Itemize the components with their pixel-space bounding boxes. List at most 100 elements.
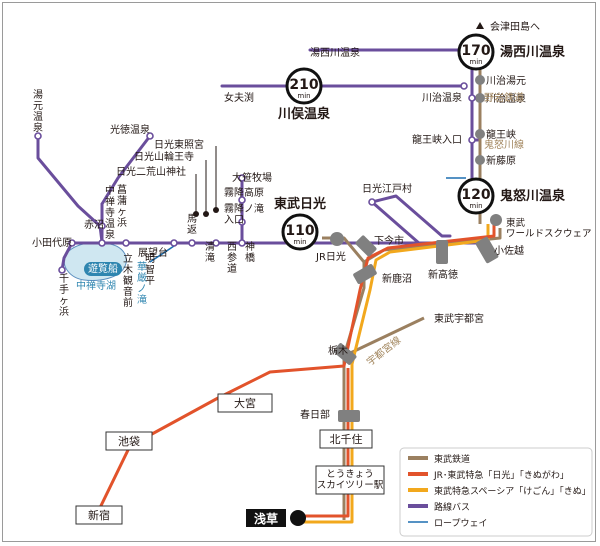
- svg-text:中: 中: [105, 184, 115, 197]
- label-to_aizu: 会津田島へ: [490, 20, 540, 33]
- svg-text:馬: 馬: [187, 213, 197, 225]
- station-marker-shin-takatoku: [436, 240, 448, 264]
- badge-destination: 湯西川温泉: [500, 44, 566, 60]
- svg-text:西: 西: [227, 242, 237, 253]
- svg-text:温: 温: [105, 218, 115, 230]
- legend-label: JR･東武特急「日光」「きぬがわ」: [433, 469, 569, 481]
- station-box-name: 北千住: [330, 432, 363, 446]
- svg-text:平: 平: [145, 276, 155, 287]
- svg-text:道: 道: [227, 262, 237, 275]
- label-odashirogahara: 小田代原: [32, 237, 72, 249]
- badge-unit: min: [297, 92, 310, 100]
- label-utsunomiya_line: 宇都宮線: [364, 333, 404, 368]
- label-nikko_toshogu: 日光東照宮: [154, 138, 204, 151]
- svg-text:蒲: 蒲: [117, 194, 127, 207]
- legend: 東武鉄道JR･東武特急「日光」「きぬがわ」東武特急スペーシア「けごん」「きぬ」路…: [399, 447, 593, 537]
- badge-destination: 川俣温泉: [277, 106, 331, 122]
- station-box: 大宮: [217, 393, 273, 413]
- svg-text:木: 木: [123, 264, 133, 276]
- map-frame: [2, 2, 596, 542]
- svg-text:元: 元: [33, 101, 43, 112]
- label-kawaji_yumoto: 川治湯元: [486, 74, 526, 87]
- station-box-name: 大宮: [234, 396, 256, 410]
- svg-text:湯: 湯: [33, 88, 43, 101]
- station-marker-jr-nikko: [330, 232, 344, 246]
- asakusa-terminal: 浅草: [246, 509, 286, 527]
- svg-text:清: 清: [205, 240, 215, 253]
- badge-unit: min: [469, 58, 482, 66]
- shrine-dots: [193, 146, 219, 217]
- label-kawaji_onsen: 川治温泉: [486, 92, 526, 105]
- label-rinnoji: 日光山輪王寺: [134, 150, 194, 163]
- label-meichidaira: 明智平: [145, 253, 155, 287]
- label-chuzenji_lake: 中禅寺湖: [76, 279, 116, 292]
- svg-text:厳: 厳: [137, 271, 147, 284]
- station-box: 北千住: [319, 429, 373, 449]
- label-meoto: 女夫渕: [224, 91, 254, 104]
- legend-label: ロープウェイ: [434, 518, 487, 529]
- label-kirifuri_taki: 霧降ノ滝入口: [224, 202, 264, 226]
- station-box: とうきょうスカイツリー駅: [315, 465, 385, 495]
- ropeway-line: [149, 245, 175, 263]
- badge-minutes: 110: [285, 223, 314, 239]
- svg-text:泉: 泉: [33, 121, 43, 134]
- label-pleasure_boat: 遊覧船: [88, 262, 118, 275]
- label-osasamaki: 大笹牧場: [232, 171, 272, 184]
- label-kotoku_onsen: 光徳温泉: [110, 123, 150, 136]
- label-yunishigawa_bus: 湯西川温泉: [310, 46, 360, 59]
- svg-text:明: 明: [145, 253, 155, 265]
- station-marker-tochigi: [333, 343, 357, 365]
- svg-text:浜: 浜: [117, 217, 127, 229]
- station-marker-ryuokyo: [475, 129, 485, 139]
- svg-text:手: 手: [59, 283, 69, 296]
- bus-routes: [36, 48, 480, 272]
- label-shin_kanuma: 新鹿沼: [382, 272, 412, 285]
- label-shinkyo: 神橋: [245, 240, 255, 264]
- label-shin_fujiwara: 新藤原: [486, 154, 516, 167]
- svg-text:寺: 寺: [105, 207, 115, 219]
- station-box-name: 池袋: [118, 434, 140, 448]
- bus-route-edomura: [370, 194, 452, 246]
- station-marker-shin-fujiwara: [475, 155, 485, 165]
- label-tobu_utsunomiya: 東武宇都宮: [434, 312, 484, 325]
- label-nikko_edomura: 日光江戸村: [362, 182, 412, 195]
- label-kiyotaki: 清滝: [205, 240, 215, 264]
- label-onyoku_line: 野岩鉄道: [484, 91, 524, 104]
- label-tenbodai: 展望台: [138, 246, 168, 259]
- pleasure-boat-badge: [84, 262, 122, 276]
- station-marker-shimoimaichi: [355, 235, 377, 257]
- badge-minutes: 170: [461, 43, 490, 59]
- label-shin_takatoku: 新高徳: [428, 268, 458, 281]
- label-kasukabe: 春日部: [300, 408, 330, 421]
- svg-text:ヶ: ヶ: [117, 207, 127, 218]
- svg-text:ノ: ノ: [137, 284, 147, 295]
- badge-destination: 東武日光: [274, 196, 326, 212]
- svg-text:千: 千: [59, 273, 69, 285]
- station-marker-kasukabe: [338, 410, 360, 422]
- badge-minutes: 210: [289, 77, 318, 93]
- label-shimoimaichi: 下今市: [374, 234, 404, 247]
- label-nishisando: 西参道: [227, 242, 237, 275]
- station-marker-kawaji-onsen: [475, 93, 485, 103]
- svg-text:神: 神: [245, 240, 255, 253]
- svg-text:浜: 浜: [59, 306, 69, 318]
- svg-text:音: 音: [123, 285, 133, 298]
- svg-text:華: 華: [137, 261, 147, 273]
- label-ryuokyo: 龍王峡: [486, 128, 516, 141]
- station-box-name: とうきょうスカイツリー駅: [317, 469, 384, 491]
- svg-text:滝: 滝: [205, 252, 215, 264]
- terminal-name: 浅草: [254, 511, 278, 526]
- station-box-name: 新宿: [88, 508, 110, 522]
- station-marker-kosagoe: [475, 236, 499, 264]
- badge-minutes: 120: [461, 187, 490, 203]
